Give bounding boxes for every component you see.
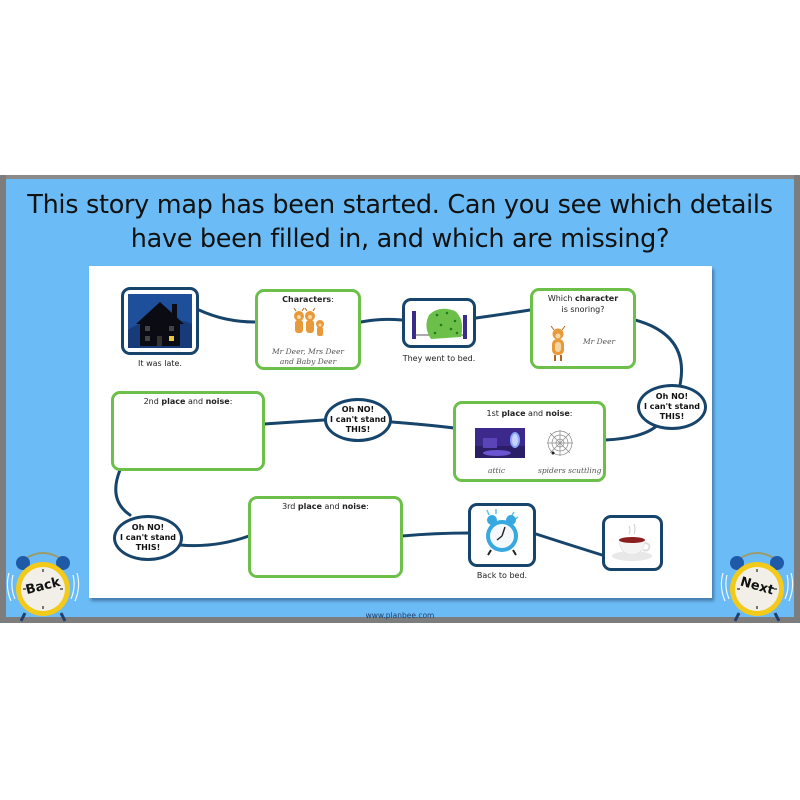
bed-image bbox=[412, 308, 467, 339]
snoring-answer: Mr Deer bbox=[583, 337, 616, 346]
slide-title: This story map has been started. Can you… bbox=[27, 190, 773, 254]
night-house-image bbox=[128, 294, 192, 348]
second-place-box: 2nd place and noise: bbox=[111, 391, 265, 471]
exclaim-oval-3: Oh NO! I can't stand THIS! bbox=[113, 515, 183, 561]
exclaim-oval-2: Oh NO! I can't stand THIS! bbox=[324, 398, 392, 442]
back-button[interactable]: Back bbox=[3, 543, 83, 627]
story-box-it-was-late bbox=[121, 287, 199, 355]
characters-line2: and Baby Deer bbox=[279, 357, 337, 366]
third-place-box: 3rd place and noise: bbox=[248, 496, 403, 578]
caption-it-was-late: It was late. bbox=[138, 359, 182, 368]
story-box-went-to-bed bbox=[402, 298, 476, 348]
tea-cup-image bbox=[612, 523, 652, 561]
attic-image bbox=[475, 428, 525, 458]
caption-back-to-bed: Back to bed. bbox=[476, 571, 528, 580]
snoring-header-bold: character bbox=[575, 294, 619, 303]
spiders-label: spiders scuttling bbox=[538, 466, 602, 475]
characters-box: Characters: Mr Deer, Mrs Deer and Baby D… bbox=[255, 289, 361, 370]
deer-family-image bbox=[293, 307, 324, 336]
story-box-tea bbox=[602, 515, 663, 571]
snoring-box: Which character is snoring? Mr Deer bbox=[530, 288, 636, 369]
alarm-clock-image bbox=[486, 509, 519, 556]
footer-website: www.planbee.com bbox=[365, 611, 435, 620]
snoring-header-line2: is snoring? bbox=[561, 305, 605, 314]
first-place-box: 1st place and noise: attic spiders scutt… bbox=[453, 401, 606, 482]
characters-line1: Mr Deer, Mrs Deer bbox=[271, 347, 345, 356]
next-button[interactable]: Next bbox=[717, 543, 797, 627]
exclaim-oval-1: Oh NO! I can't stand THIS! bbox=[637, 384, 707, 430]
characters-header: Characters bbox=[282, 295, 332, 304]
attic-label: attic bbox=[488, 466, 506, 475]
caption-went-to-bed: They went to bed. bbox=[402, 354, 476, 363]
deer-image bbox=[550, 325, 566, 361]
alarm-clock-icon bbox=[6, 552, 80, 622]
spider-web-image bbox=[547, 430, 573, 456]
alarm-clock-icon bbox=[720, 552, 794, 622]
story-box-back-to-bed bbox=[468, 503, 536, 567]
